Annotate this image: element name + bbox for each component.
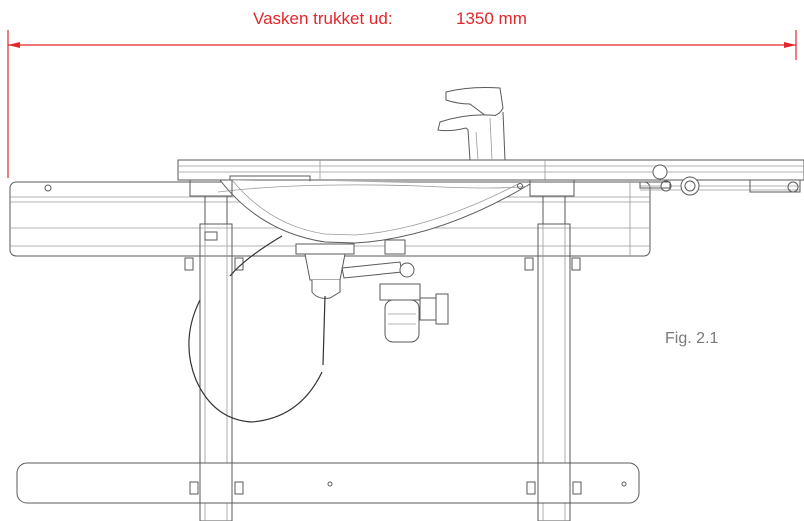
faucet (437, 87, 506, 161)
figure-caption: Fig. 2.1 (665, 330, 719, 347)
dimension-value: 1350 mm (456, 9, 527, 28)
drain-trap (295, 239, 449, 366)
dimension-label: Vasken trukket ud: (253, 9, 393, 28)
sink-basin (217, 179, 531, 244)
bottom-crossbar (16, 462, 640, 504)
flexible-hose (188, 235, 323, 423)
countertop (177, 159, 804, 193)
control-lever (639, 164, 700, 196)
dimension-line (7, 30, 797, 178)
